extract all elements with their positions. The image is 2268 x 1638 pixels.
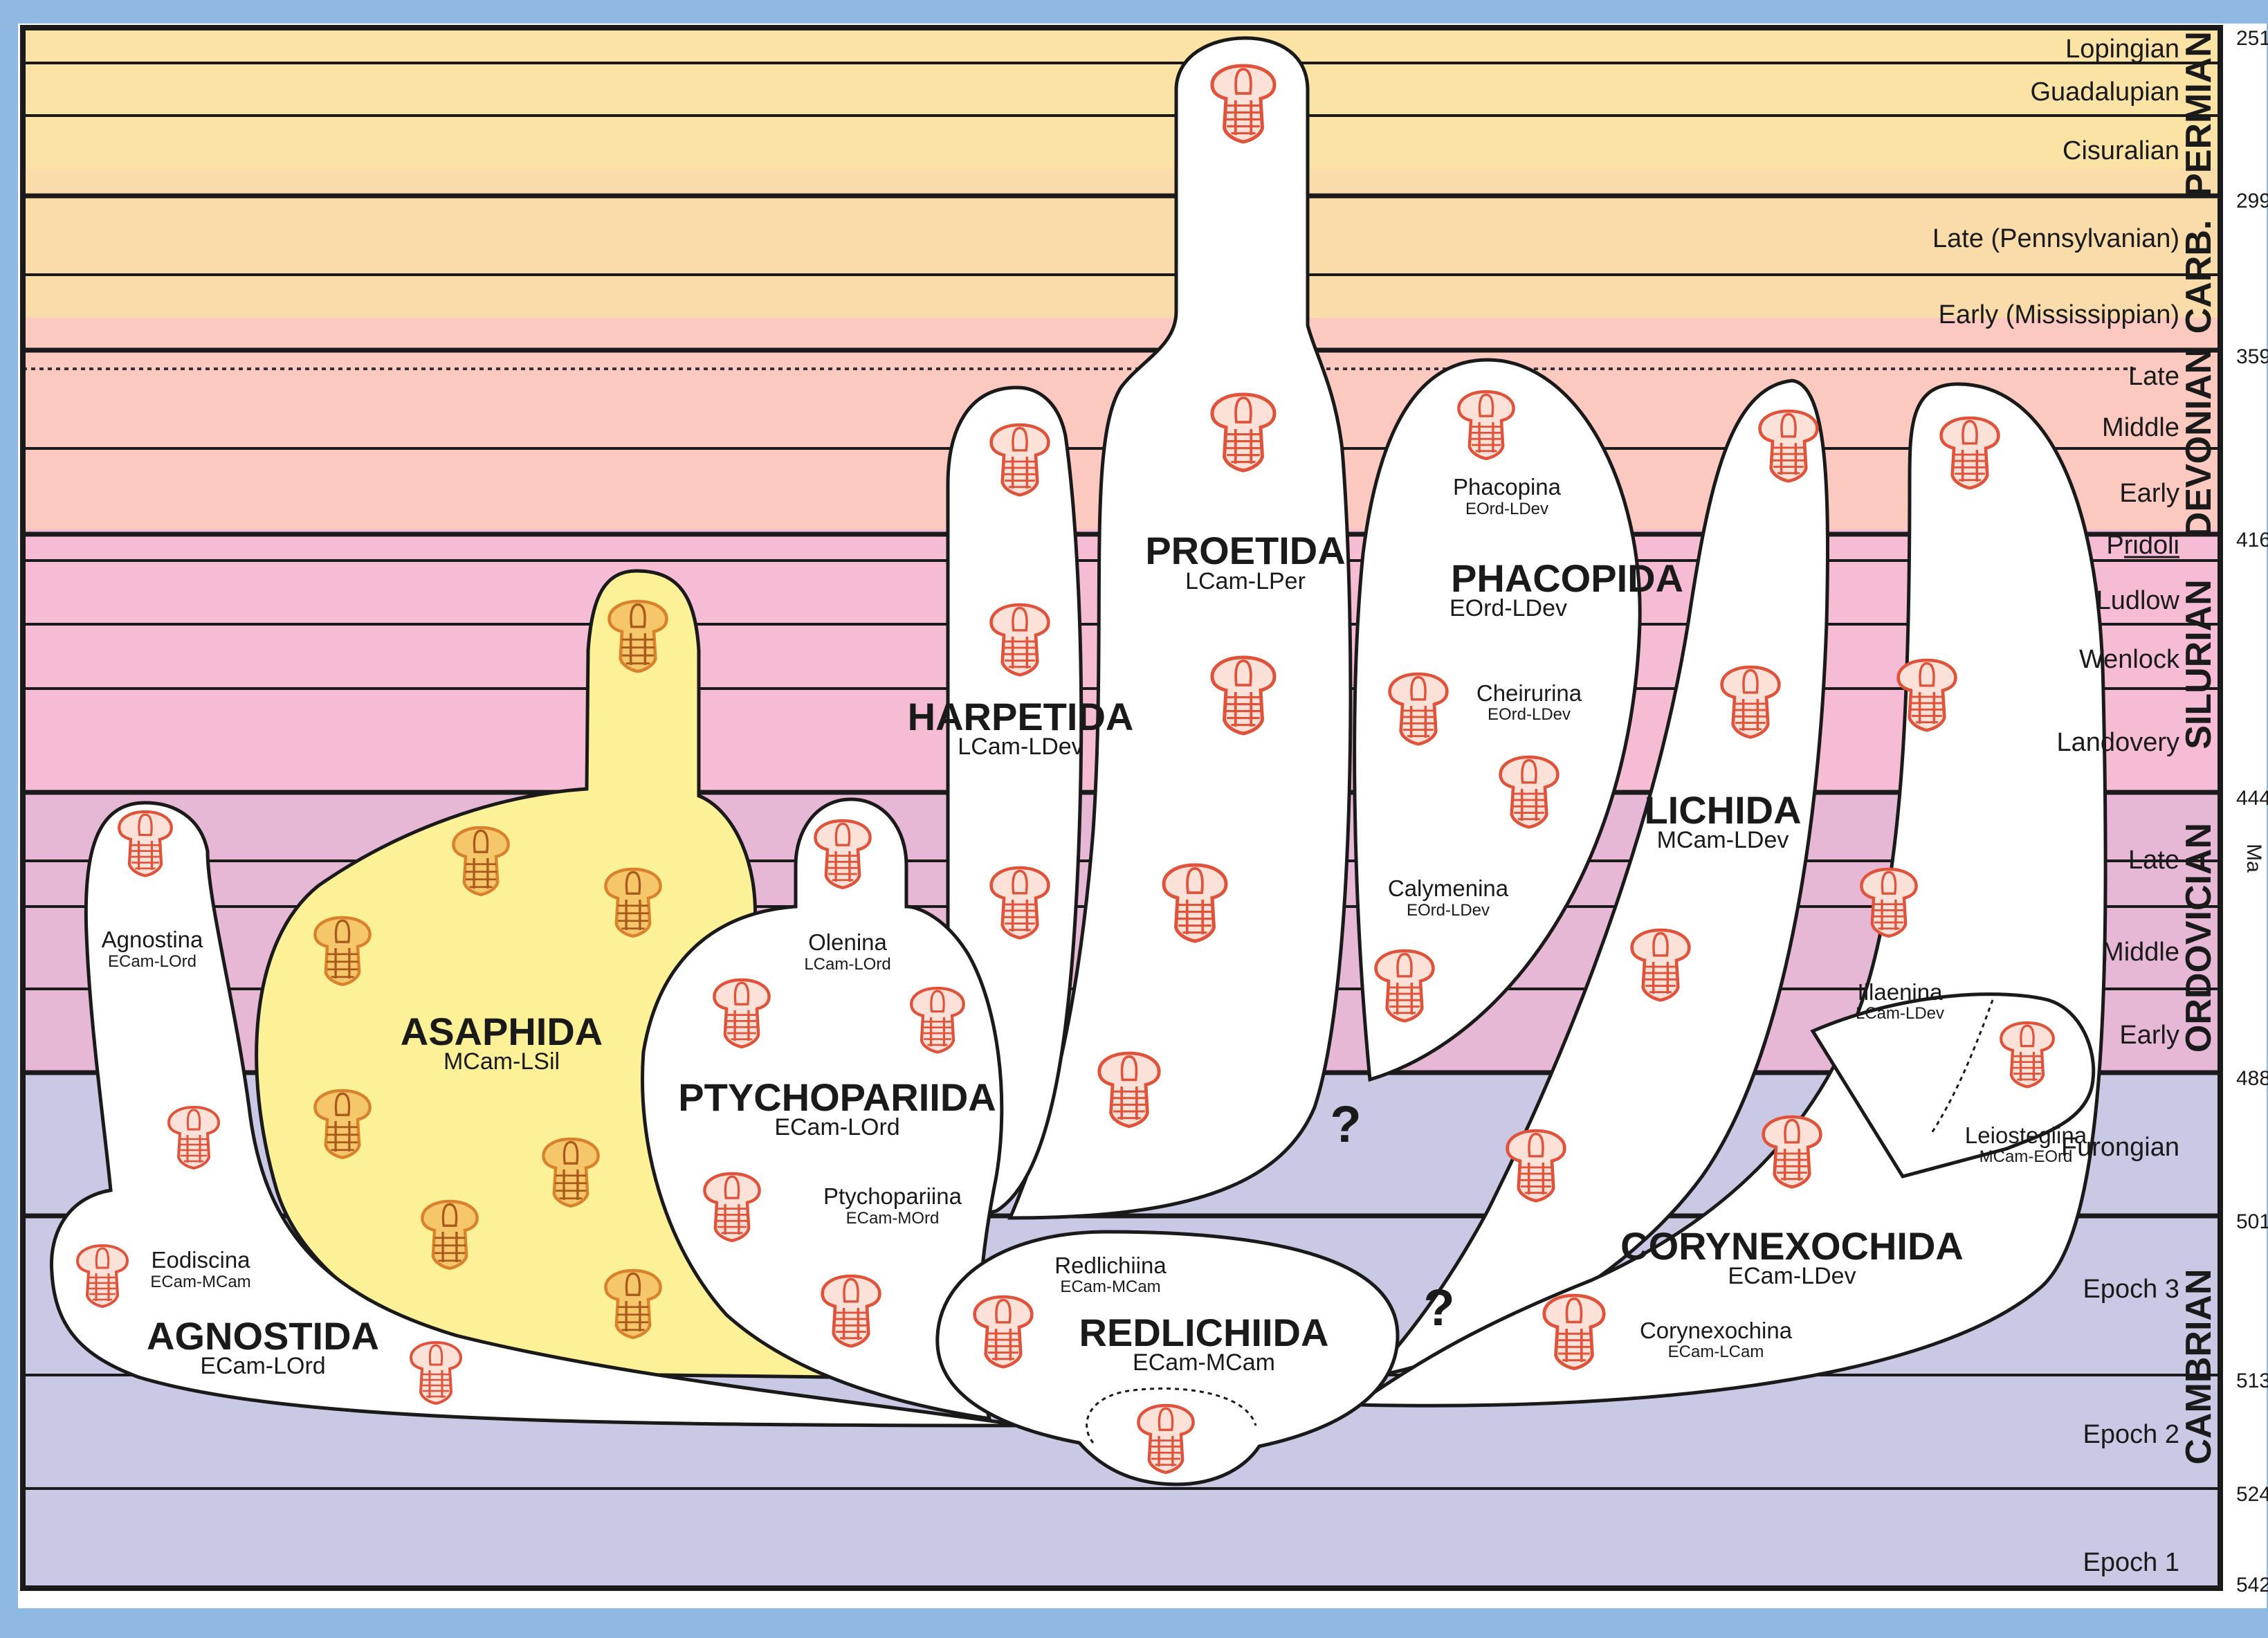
period-devonian: DEVONIAN: [2179, 348, 2219, 538]
epoch-pridoli: Pridoli: [2106, 531, 2179, 560]
ma-tick-524: 524: [2236, 1483, 2268, 1506]
epoch-devonian-early: Early: [2119, 479, 2179, 508]
sub-range-corynexochina: ECam-LCam: [1668, 1343, 1764, 1361]
order-name-corynexochida: CORYNEXOCHIDA: [1620, 1224, 1964, 1268]
epoch-ordovician-early: Early: [2119, 1021, 2179, 1050]
order-range-proetida: LCam-LPer: [1185, 568, 1306, 594]
sub-range-leiostegiina: MCam-EOrd: [1979, 1147, 2073, 1166]
epoch-late-pennsylvanian: Late (Pennsylvanian): [1932, 224, 2179, 253]
epoch-devonian-late: Late: [2128, 362, 2179, 391]
ma-tick-513: 513: [2236, 1369, 2268, 1392]
period-silurian: SILURIAN: [2179, 579, 2219, 749]
ma-tick-542: 542: [2236, 1574, 2268, 1596]
epoch-guadalupian: Guadalupian: [2030, 78, 2179, 107]
order-range-asaphida: MCam-LSil: [443, 1048, 560, 1075]
epoch-ordovician-middle: Middle: [2102, 938, 2179, 967]
period-cambrian: CAMBRIAN: [2179, 1268, 2219, 1464]
epoch-cambrian-2: Epoch 2: [2083, 1420, 2179, 1449]
sub-name-corynexochina: Corynexochina: [1640, 1318, 1793, 1343]
epoch-cambrian-3: Epoch 3: [2083, 1275, 2179, 1304]
epoch-furongian: Furongian: [2061, 1133, 2179, 1162]
sub-name-cheirurina: Cheirurina: [1476, 680, 1582, 706]
period-ordovician: ORDOVICIAN: [2179, 823, 2219, 1053]
order-range-redlichiida: ECam-MCam: [1133, 1349, 1275, 1376]
order-name-phacopida: PHACOPIDA: [1451, 556, 1683, 600]
order-name-asaphida: ASAPHIDA: [401, 1010, 603, 1053]
band-carboniferous: [23, 168, 2220, 318]
uncertain-mark-2: ?: [1423, 1279, 1454, 1336]
sub-name-agnostina: Agnostina: [102, 927, 203, 952]
sub-name-illaenina: Illaenina: [1858, 979, 1944, 1005]
sub-range-calymenina: EOrd-LDev: [1407, 901, 1490, 920]
sub-range-illaenina: LCam-LDev: [1856, 1004, 1944, 1023]
uncertain-mark-1: ?: [1330, 1095, 1361, 1153]
ma-unit-label: Ma: [2242, 844, 2265, 873]
order-name-lichida: LICHIDA: [1644, 788, 1801, 832]
order-range-harpetida: LCam-LDev: [958, 734, 1083, 760]
sub-range-agnostina: ECam-LOrd: [108, 952, 196, 971]
epoch-ordovician-late: Late: [2128, 846, 2179, 875]
ma-tick-299: 299: [2236, 190, 2268, 212]
epoch-lopingian: Lopingian: [2065, 35, 2179, 64]
ma-tick-416: 416: [2236, 529, 2268, 552]
order-name-harpetida: HARPETIDA: [908, 695, 1134, 738]
ma-tick-501: 501: [2236, 1210, 2268, 1233]
order-name-proetida: PROETIDA: [1145, 529, 1345, 572]
ma-tick-251: 251: [2236, 27, 2268, 50]
order-range-corynexochida: ECam-LDev: [1728, 1263, 1856, 1289]
order-name-redlichiida: REDLICHIIDA: [1079, 1311, 1329, 1354]
order-range-phacopida: EOrd-LDev: [1449, 595, 1567, 621]
band-permian: [23, 28, 2220, 168]
epoch-ludlow: Ludlow: [2096, 586, 2180, 615]
sub-name-redlichiina: Redlichiina: [1054, 1253, 1167, 1278]
sub-name-eodiscina: Eodiscina: [151, 1247, 250, 1273]
order-range-ptychopariida: ECam-LOrd: [774, 1114, 899, 1140]
sub-range-olenina: LCam-LOrd: [804, 955, 890, 974]
ma-tick-444: 444: [2236, 787, 2268, 810]
sub-name-olenina: Olenina: [808, 929, 887, 955]
sub-range-phacopina: EOrd-LDev: [1465, 500, 1548, 518]
sub-range-redlichiina: ECam-MCam: [1060, 1277, 1160, 1296]
epoch-devonian-middle: Middle: [2102, 413, 2179, 442]
epoch-cisuralian: Cisuralian: [2063, 136, 2179, 165]
ma-tick-359: 359: [2236, 345, 2268, 368]
order-range-agnostida: ECam-LOrd: [200, 1353, 325, 1379]
ma-tick-488: 488: [2236, 1067, 2268, 1090]
sub-name-calymenina: Calymenina: [1388, 875, 1509, 901]
order-name-ptychopariida: PTYCHOPARIIDA: [678, 1075, 996, 1119]
epoch-landovery: Landovery: [2057, 728, 2179, 757]
sub-range-eodiscina: ECam-MCam: [150, 1273, 250, 1291]
period-carboniferous: CARB.: [2179, 220, 2219, 334]
order-range-lichida: MCam-LDev: [1657, 827, 1789, 853]
period-permian: PERMIAN: [2179, 31, 2219, 197]
epoch-early-mississippian: Early (Mississippian): [1939, 300, 2179, 329]
sub-range-cheirurina: EOrd-LDev: [1488, 705, 1571, 724]
order-name-agnostida: AGNOSTIDA: [147, 1314, 379, 1358]
sub-name-phacopina: Phacopina: [1453, 474, 1562, 500]
epoch-wenlock: Wenlock: [2079, 645, 2180, 674]
epoch-cambrian-1: Epoch 1: [2083, 1548, 2179, 1577]
sub-range-ptychopariina: ECam-MOrd: [846, 1209, 940, 1228]
sub-name-ptychopariina: Ptychopariina: [823, 1183, 962, 1209]
